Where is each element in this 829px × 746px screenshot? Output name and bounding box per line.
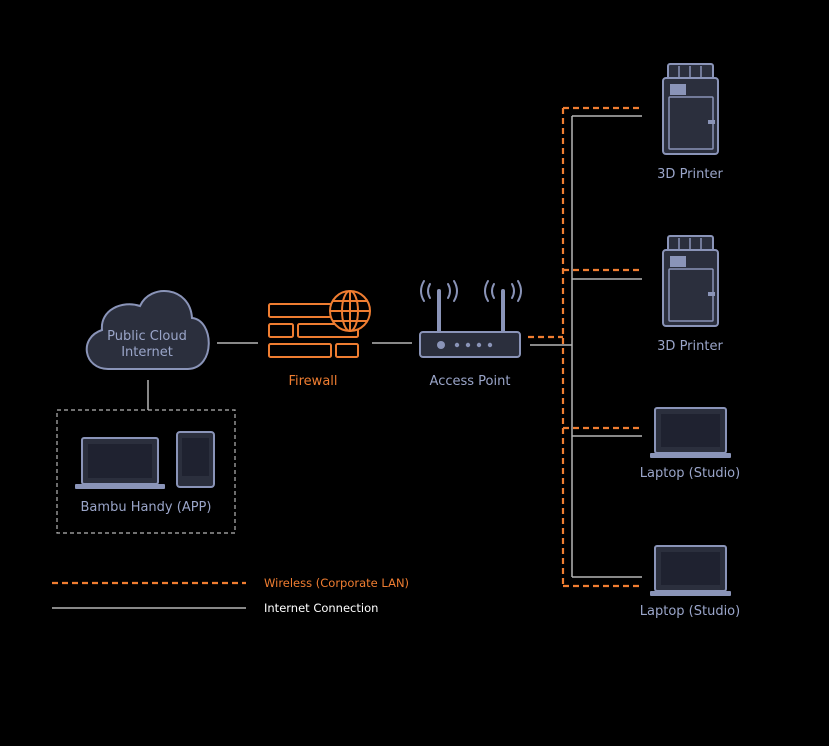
app-group: Bambu Handy (APP): [56, 409, 236, 534]
3d-printer-icon: [662, 63, 719, 155]
printer-node-1: 3D Printer: [657, 63, 723, 182]
wifi-router-icon: [419, 280, 522, 358]
cloud-label-line2: Internet: [121, 345, 173, 360]
wireless-trunk: [528, 106, 642, 588]
public-cloud-node: Public Cloud Internet: [85, 290, 210, 370]
legend-wired-label: Internet Connection: [264, 601, 378, 615]
connections: [147, 106, 642, 588]
printer-node-2: 3D Printer: [657, 235, 723, 354]
3d-printer-icon: [662, 235, 719, 327]
laptop-node-2: Laptop (Studio): [640, 545, 740, 619]
printer-1-label: 3D Printer: [657, 167, 723, 182]
cloud-label-line1: Public Cloud: [107, 329, 187, 344]
firewall-globe-icon: [268, 290, 371, 358]
legend-wireless-label: Wireless (Corporate LAN): [264, 576, 409, 590]
laptop-2-label: Laptop (Studio): [640, 604, 740, 619]
legend: Wireless (Corporate LAN) Internet Connec…: [52, 576, 409, 615]
access-point-label: Access Point: [430, 374, 511, 389]
cloud-icon: [85, 290, 210, 370]
access-point-node: Access Point: [419, 280, 522, 389]
firewall-label: Firewall: [288, 374, 337, 389]
laptop-1-label: Laptop (Studio): [640, 466, 740, 481]
laptop-icon: [650, 407, 731, 458]
app-group-border: [56, 409, 236, 534]
laptop-node-1: Laptop (Studio): [640, 407, 740, 481]
app-label: Bambu Handy (APP): [81, 500, 212, 515]
wired-trunk: [530, 115, 642, 578]
firewall-node: Firewall: [268, 290, 371, 389]
laptop-phone-icon: [75, 431, 215, 489]
laptop-icon: [650, 545, 731, 596]
printer-2-label: 3D Printer: [657, 339, 723, 354]
